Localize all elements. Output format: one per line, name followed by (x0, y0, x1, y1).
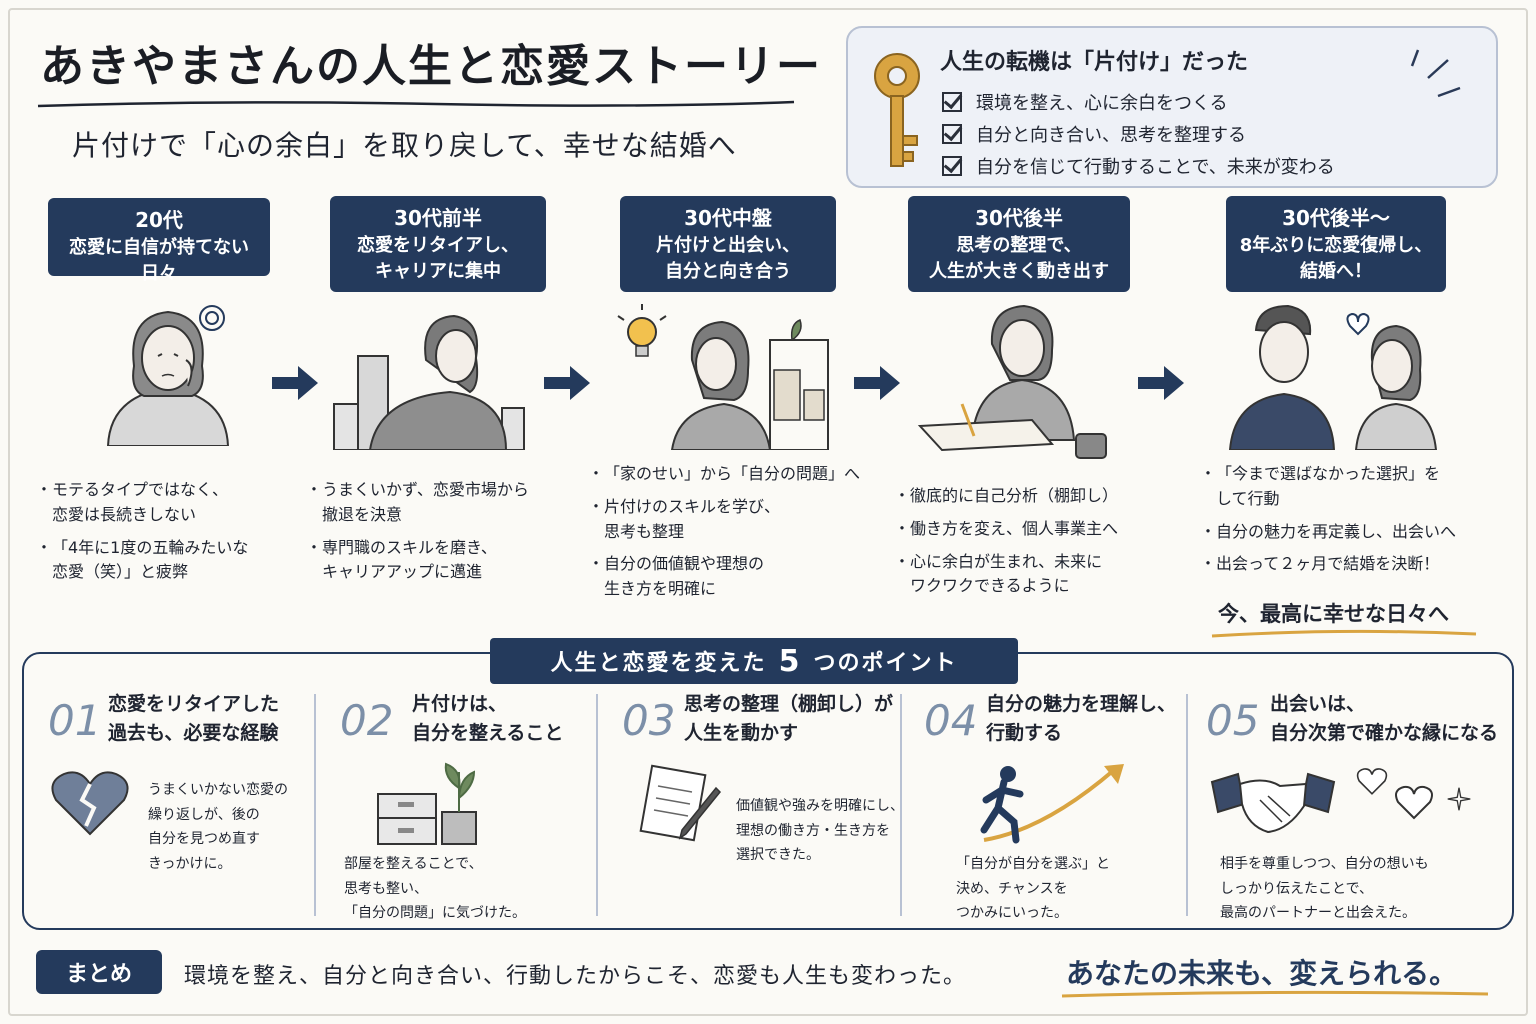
point-number: 03 (622, 696, 676, 745)
arrow-right-icon (854, 366, 900, 400)
turning-point-title: 人生の転機は「片付け」だった (940, 50, 1249, 75)
list-item: 自分の魅力を再定義し、出会いへ (1200, 520, 1500, 545)
list-item: うまくいかず、恋愛市場から 撤退を決意 (306, 478, 556, 528)
stage-label-late-30s: 30代後半 思考の整理で、 人生が大きく動き出す (908, 196, 1130, 292)
list-item: 「今まで選ばなかった選択」を して行動 (1200, 462, 1500, 512)
point-description: 「自分が自分を選ぶ」と 決め、チャンスを つかみにいった。 (956, 856, 1110, 921)
list-item: 働き方を変え、個人事業主へ (894, 517, 1164, 542)
point-number: 01 (48, 696, 102, 745)
notepad-pen-icon (639, 764, 722, 842)
point-number: 04 (924, 696, 978, 745)
heart-icon (1346, 312, 1370, 336)
stage-label-early-30s: 30代前半 恋愛をリタイアし、 キャリアに集中 (330, 196, 546, 292)
point-divider (1186, 694, 1188, 916)
turning-point-box: 人生の転機は「片付け」だった 環境を整え、心に余白をつくる 自分と向き合い、思考… (846, 26, 1498, 188)
page-title: あきやまさんの人生と恋愛ストーリー (40, 41, 822, 92)
point-description: 価値観や強みを明確にし、 理想の働き方・生き方を 選択できた。 (736, 798, 904, 863)
lightbulb-woman-illustration (617, 304, 829, 450)
stage-label-20s: 20代 恋愛に自信が持てない日々 (48, 198, 270, 284)
plant-icon (377, 762, 477, 845)
stage-bullets-20s: モテるタイプではなく、 恋愛は長続きしない 「4年に1度の五輪みたいな 恋愛（笑… (36, 478, 276, 593)
turning-point-item: 環境を整え、心に余白をつくる (942, 86, 1335, 118)
happy-underline (1211, 629, 1477, 638)
checkbox-icon (942, 156, 962, 176)
point-title: 自分の魅力を理解し、 行動する (986, 693, 1177, 744)
point-number: 02 (340, 696, 394, 745)
point-description: 部屋を整えることで、 思考も整い、 「自分の問題」に気づけた。 (344, 856, 526, 921)
stage-bullets-marriage: 「今まで選ばなかった選択」を して行動 自分の魅力を再定義し、出会いへ 出会って… (1200, 462, 1500, 585)
page-frame (8, 8, 1528, 1016)
stage-bullets-late-30s: 徹底的に自己分析（棚卸し） 働き方を変え、個人事業主へ 心に余白が生まれ、未来に… (894, 484, 1164, 607)
point-description: 相手を尊重しつつ、自分の想いも しっかり伝えたことで、 最高のパートナーと出会え… (1220, 856, 1429, 921)
list-item: 片付けのスキルを学び、 思考も整理 (588, 495, 868, 545)
stage-label-late-30s-plus: 30代後半～ 8年ぶりに恋愛復帰し、 結婚へ！ (1226, 196, 1446, 292)
list-item: 「4年に1度の五輪みたいな 恋愛（笑）」と疲弊 (36, 536, 276, 586)
turning-point-item: 自分と向き合い、思考を整理する (942, 118, 1335, 150)
point-number: 05 (1206, 696, 1260, 745)
list-item: 心に余白が生まれ、未来に ワクワクできるように (894, 550, 1164, 600)
list-item: 徹底的に自己分析（棚卸し） (894, 484, 1164, 509)
point-title: 思考の整理（棚卸し）が 人生を動かす (684, 693, 894, 744)
arrow-right-icon (544, 366, 590, 400)
point-divider (900, 694, 902, 916)
summary-text: 環境を整え、自分と向き合い、行動したからこそ、恋愛も人生も変わった。 (184, 964, 967, 989)
sparkle-icon (1447, 787, 1471, 811)
checkbox-icon (942, 92, 962, 112)
writing-woman-illustration (917, 304, 1107, 459)
list-item: 出会って２ヶ月で結婚を決断！ (1200, 552, 1500, 577)
running-person-icon (980, 764, 1124, 844)
happy-text: 今、最高に幸せな日々へ (1218, 602, 1449, 626)
heart-icon (1395, 785, 1433, 820)
couple-illustration (1228, 304, 1438, 450)
summary-cta: あなたの未来も、変えられる。 (1066, 957, 1458, 990)
list-item: モテるタイプではなく、 恋愛は長続きしない (36, 478, 276, 528)
arrow-right-icon (1138, 366, 1184, 400)
turning-point-item: 自分を信じて行動することで、未来が変わる (942, 150, 1335, 182)
point-title: 恋愛をリタイアした 過去も、必要な経験 (108, 693, 280, 744)
title-underline (37, 100, 795, 108)
stage-label-mid-30s: 30代中盤 片付けと出会い、 自分と向き合う (620, 196, 836, 292)
key-icon (874, 53, 920, 167)
checkbox-icon (942, 124, 962, 144)
point-description: うまくいかない恋愛の 繰り返しが、後の 自分を見つめ直す きっかけに。 (148, 782, 288, 872)
page-subtitle: 片付けで「心の余白」を取り戻して、幸せな結婚へ (72, 129, 737, 162)
stage-bullets-early-30s: うまくいかず、恋愛市場から 撤退を決意 専門職のスキルを磨き、 キャリアアップに… (306, 478, 556, 593)
point-title: 片付けは、 自分を整えること (412, 693, 564, 744)
arrow-right-icon (272, 366, 318, 400)
stage-bullets-mid-30s: 「家のせい」から「自分の問題」へ 片付けのスキルを学び、 思考も整理 自分の価値… (588, 462, 868, 610)
point-divider (596, 694, 598, 916)
broken-heart-icon (51, 771, 129, 836)
handshake-icon (1210, 772, 1336, 834)
point-title: 出会いは、 自分次第で確かな縁になる (1270, 693, 1499, 744)
list-item: 自分の価値観や理想の 生き方を明確に (588, 552, 868, 602)
sparkle-lines-icon (1410, 49, 1461, 98)
point-divider (314, 694, 316, 916)
heart-icon (1356, 768, 1388, 795)
worried-woman-illustration (106, 305, 230, 446)
cta-underline (1061, 990, 1489, 998)
turning-point-list: 環境を整え、心に余白をつくる 自分と向き合い、思考を整理する 自分を信じて行動す… (942, 86, 1335, 182)
summary-label: まとめ (36, 950, 162, 994)
list-item: 専門職のスキルを磨き、 キャリアアップに邁進 (306, 536, 556, 586)
list-item: 「家のせい」から「自分の問題」へ (588, 462, 868, 487)
career-woman-illustration (333, 314, 525, 450)
points-header: 人生と恋愛を変えた 5 つのポイント (490, 638, 1018, 684)
